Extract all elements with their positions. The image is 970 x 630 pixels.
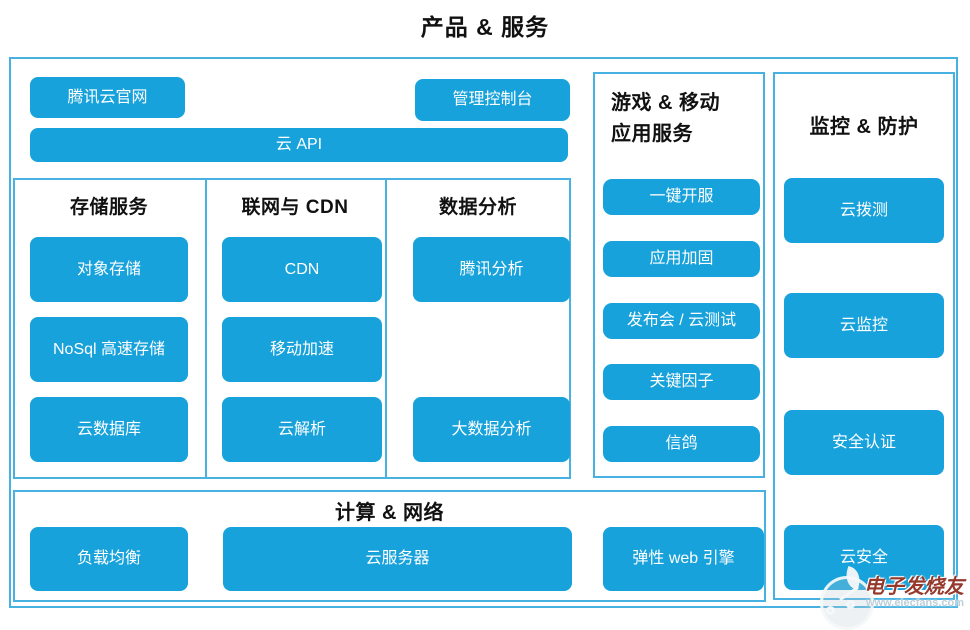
tencent-analytics-button[interactable]: 腾讯分析 [413,237,570,302]
game-mobile-header-line1: 游戏 & 移动 [611,92,721,114]
game-mobile-header-line2: 应用服务 [611,123,693,145]
outer-frame [9,57,958,608]
security-certification-button[interactable]: 安全认证 [784,410,944,475]
watermark-site-url: www.elecfans.com [866,597,965,609]
cloud-server-button[interactable]: 云服务器 [223,527,572,591]
cloud-monitor-button[interactable]: 云监控 [784,293,944,358]
object-storage-button[interactable]: 对象存储 [30,237,188,302]
mobile-acceleration-button[interactable]: 移动加速 [222,317,382,382]
tencent-cloud-website-button[interactable]: 腾讯云官网 [30,77,185,118]
xinge-push-button[interactable]: 信鸽 [603,426,760,462]
management-console-button[interactable]: 管理控制台 [415,79,570,121]
load-balancer-button[interactable]: 负载均衡 [30,527,188,591]
key-factor-button[interactable]: 关键因子 [603,364,760,400]
app-hardening-button[interactable]: 应用加固 [603,241,760,277]
elecfans-logo-node-icon [826,606,835,615]
data-analysis-section-header: 数据分析 [438,197,517,218]
cloud-database-button[interactable]: 云数据库 [30,397,188,462]
services-box-divider-1 [205,178,207,479]
one-click-server-button[interactable]: 一键开服 [603,179,760,215]
monitoring-section-header: 监控 & 防护 [809,116,919,138]
network-cdn-section-header: 联网与 CDN [241,197,349,218]
watermark-site-name: 电子发烧友 [864,576,964,598]
elastic-web-engine-button[interactable]: 弹性 web 引擎 [603,527,764,591]
storage-section-header: 存储服务 [69,197,148,218]
release-cloud-testing-button[interactable]: 发布会 / 云测试 [603,303,760,339]
cdn-button[interactable]: CDN [222,237,382,302]
services-box-divider-2 [385,178,387,479]
compute-network-section-header: 计算 & 网络 [334,502,445,524]
cloud-api-bar[interactable]: 云 API [30,128,568,162]
elecfans-logo-node-icon [846,600,855,609]
cloud-security-button[interactable]: 云安全 [784,525,944,590]
big-data-analysis-button[interactable]: 大数据分析 [413,397,570,462]
page-title: 产品 & 服务 [420,14,550,40]
cloud-dial-test-button[interactable]: 云拨测 [784,178,944,243]
game-mobile-section-header: 游戏 & 移动 应用服务 [611,88,756,150]
cloud-dns-button[interactable]: 云解析 [222,397,382,462]
nosql-storage-button[interactable]: NoSql 高速存储 [30,317,188,382]
